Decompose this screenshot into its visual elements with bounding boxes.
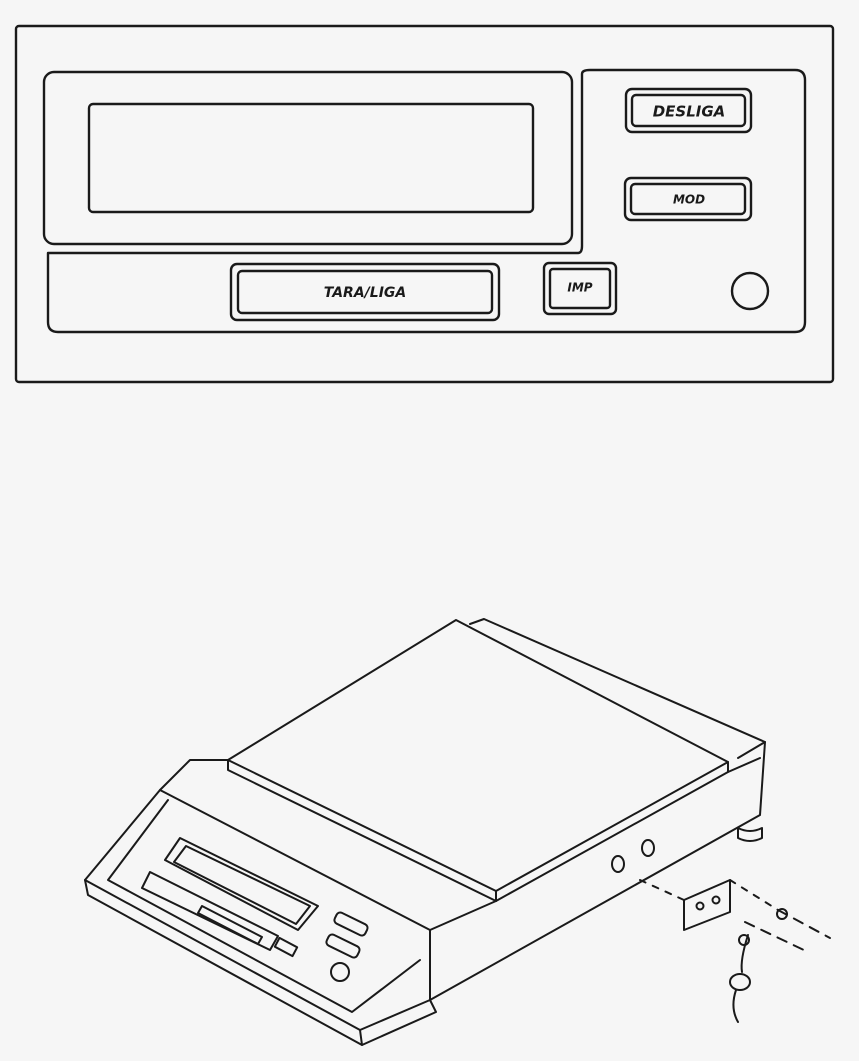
display-screen [87,102,535,214]
scale-foot [737,827,763,842]
scale-body [84,741,766,1046]
console-display [164,837,319,931]
weighing-plate [227,618,766,902]
display-window [42,70,574,246]
connector-plate [683,879,731,931]
front-panel: DESLIGA MOD TARA/LIGA IMP [14,24,835,384]
indicator-light [730,271,770,311]
console-slot [141,871,279,951]
imp-button-label: IMP [567,281,592,295]
console-buttons [325,911,369,982]
panel-frame [14,24,835,384]
cable-connector [639,879,831,1023]
tara-liga-button-label: TARA/LIGA [324,285,406,301]
tara-liga-button[interactable]: TARA/LIGA [229,262,501,322]
imp-button[interactable]: IMP [542,261,618,316]
scale-isometric [84,618,831,1046]
desliga-button-label: DESLIGA [653,103,726,121]
lower-strip [46,68,807,334]
mod-button-label: MOD [673,193,705,207]
side-ports [611,839,655,873]
mod-button[interactable]: MOD [623,176,753,222]
console-small-button [273,936,299,958]
desliga-button[interactable]: DESLIGA [624,87,753,134]
